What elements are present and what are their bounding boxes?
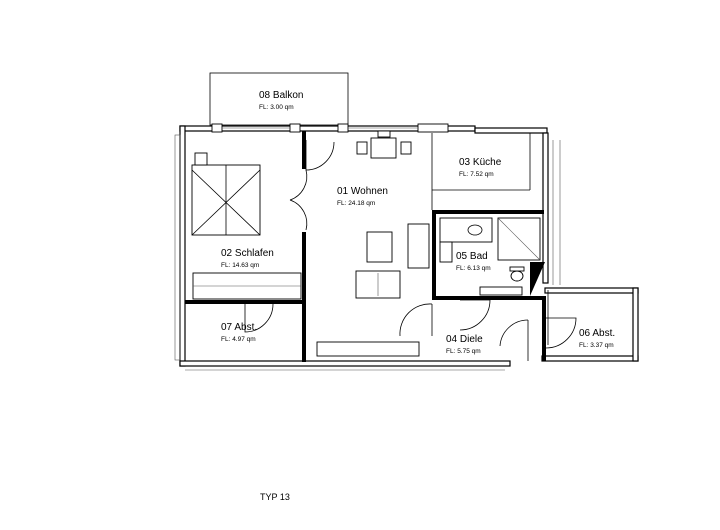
room-name: 02 Schlafen [221, 248, 274, 259]
room-label-schlafen: 02 Schlafen FL: 14.63 qm [221, 248, 274, 269]
room-label-abst-07: 07 Abst. FL: 4.97 qm [221, 322, 257, 343]
room-name: 06 Abst. [579, 328, 615, 339]
room-name: 03 Küche [459, 157, 502, 168]
room-area: FL: 4.97 qm [221, 336, 256, 343]
room-name: 01 Wohnen [337, 186, 388, 197]
room-label-bad: 05 Bad FL: 6.13 qm [456, 251, 491, 272]
room-label-wohnen: 01 Wohnen FL: 24.18 qm [337, 186, 388, 207]
room-area: FL: 7.52 qm [459, 171, 494, 178]
room-area: FL: 24.18 qm [337, 200, 375, 207]
interior-walls [185, 131, 546, 362]
room-area: FL: 3.00 qm [259, 104, 294, 111]
room-area: FL: 14.63 qm [221, 262, 259, 269]
room-area: FL: 3.37 qm [579, 342, 614, 349]
room-area: FL: 6.13 qm [456, 265, 491, 272]
windows [211, 123, 449, 133]
balcony [209, 72, 349, 126]
room-label-kueche: 03 Küche FL: 7.52 qm [459, 157, 502, 178]
room-name: 08 Balkon [259, 90, 303, 101]
plan-title: TYP 13 [260, 492, 290, 502]
room-area: FL: 5.75 qm [446, 348, 481, 355]
room-name: 07 Abst. [221, 322, 257, 333]
doors [244, 140, 577, 361]
room-name: 05 Bad [456, 251, 488, 262]
furniture [191, 130, 545, 300]
exterior-walls [174, 125, 639, 371]
room-label-diele: 04 Diele FL: 5.75 qm [446, 334, 483, 355]
room-label-abst-06: 06 Abst. FL: 3.37 qm [579, 328, 615, 349]
room-label-balkon: 08 Balkon FL: 3.00 qm [259, 90, 303, 111]
room-name: 04 Diele [446, 334, 483, 345]
